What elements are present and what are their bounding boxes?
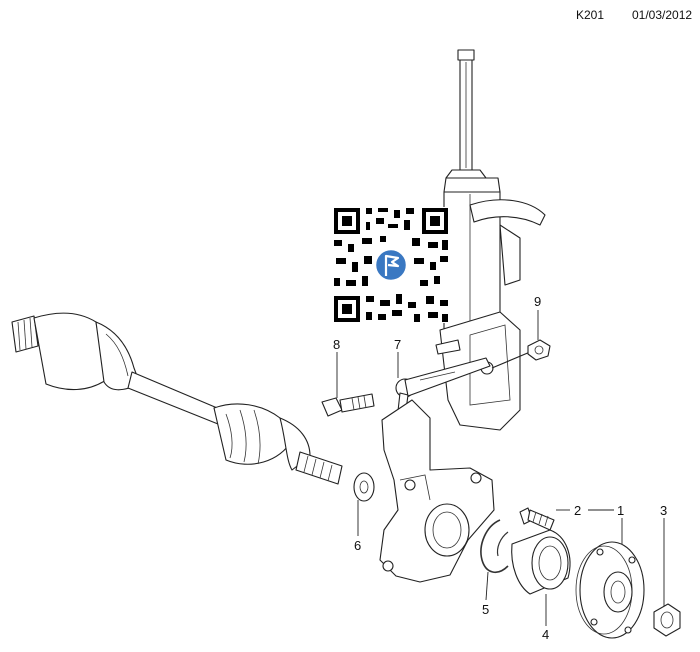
wheel-hub-part-1	[575, 541, 645, 639]
callout-4: 4	[542, 627, 549, 642]
callout-1: 1	[617, 503, 624, 518]
bolt-part-8	[321, 393, 375, 417]
callout-8: 8	[333, 337, 340, 352]
callout-5: 5	[482, 602, 489, 617]
callout-2: 2	[574, 503, 581, 518]
drive-shaft	[11, 312, 343, 485]
wheel-stud-part-2	[519, 507, 555, 531]
callout-9: 9	[534, 294, 541, 309]
leader-lines	[336, 310, 665, 626]
hub-nut-part-3	[653, 603, 681, 637]
callout-7: 7	[394, 337, 401, 352]
flag-badge-icon	[373, 247, 409, 283]
steering-knuckle	[379, 399, 495, 583]
callout-6: 6	[354, 538, 361, 553]
washer-part-6	[353, 472, 375, 502]
callout-3: 3	[660, 503, 667, 518]
diagram-code: K201	[576, 8, 605, 22]
circlip-part-5	[480, 519, 509, 573]
strut-assembly	[435, 49, 546, 431]
nut-part-9	[527, 339, 551, 361]
bearing-part-4	[511, 529, 571, 595]
diagram-date: 01/03/2012	[632, 8, 693, 22]
